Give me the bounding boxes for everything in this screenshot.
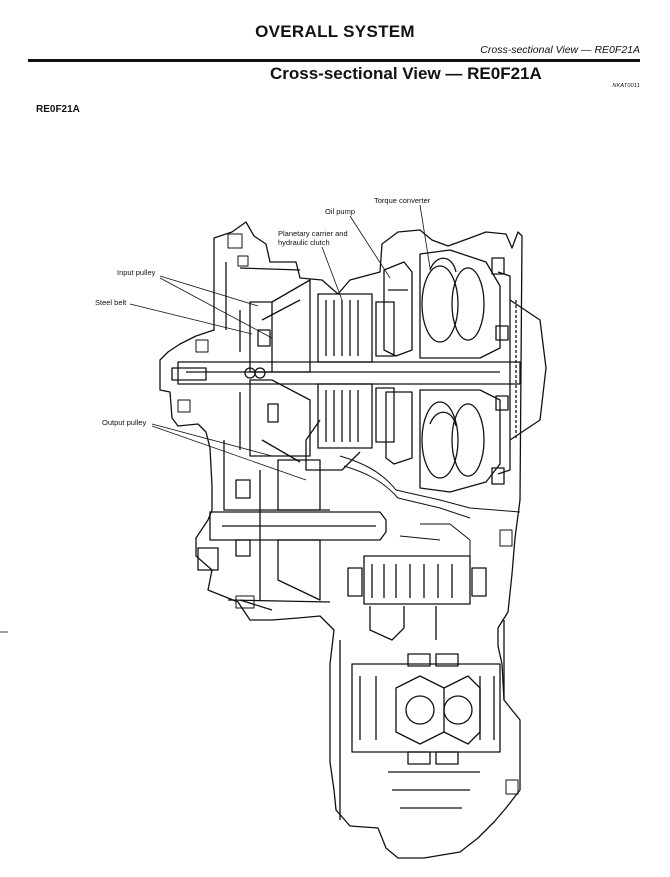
leader-lines	[129, 204, 431, 481]
header-rule	[28, 59, 640, 62]
input-shaft	[171, 361, 521, 385]
running-head: Cross-sectional View — RE0F21A	[480, 44, 640, 56]
callout-oil-pump: Oil pump	[325, 207, 356, 216]
oil-pump	[383, 261, 413, 465]
callout-output-pulley: Output pulley	[102, 418, 147, 427]
callout-torque-converter: Torque converter	[374, 196, 431, 205]
page-heading: Cross-sectional View — RE0F21A	[270, 64, 542, 83]
planetary-clutch	[305, 293, 395, 471]
model-label: RE0F21A	[36, 104, 80, 115]
reduction-gear	[347, 555, 487, 641]
input-pulley	[239, 279, 311, 463]
torque-converter	[419, 249, 547, 493]
case-outline	[159, 221, 523, 859]
callout-input-pulley: Input pulley	[117, 268, 156, 277]
differential	[351, 653, 501, 809]
reference-code: NKAT0011	[612, 83, 640, 89]
bolts	[177, 233, 519, 795]
callout-planetary-line2: hydraulic clutch	[278, 238, 330, 247]
output-pulley	[197, 459, 387, 611]
section-title: OVERALL SYSTEM	[255, 22, 415, 41]
callout-planetary-line1: Planetary carrier and	[278, 229, 348, 238]
callout-steel-belt: Steel belt	[95, 298, 127, 307]
hydraulic-lines	[339, 455, 521, 600]
